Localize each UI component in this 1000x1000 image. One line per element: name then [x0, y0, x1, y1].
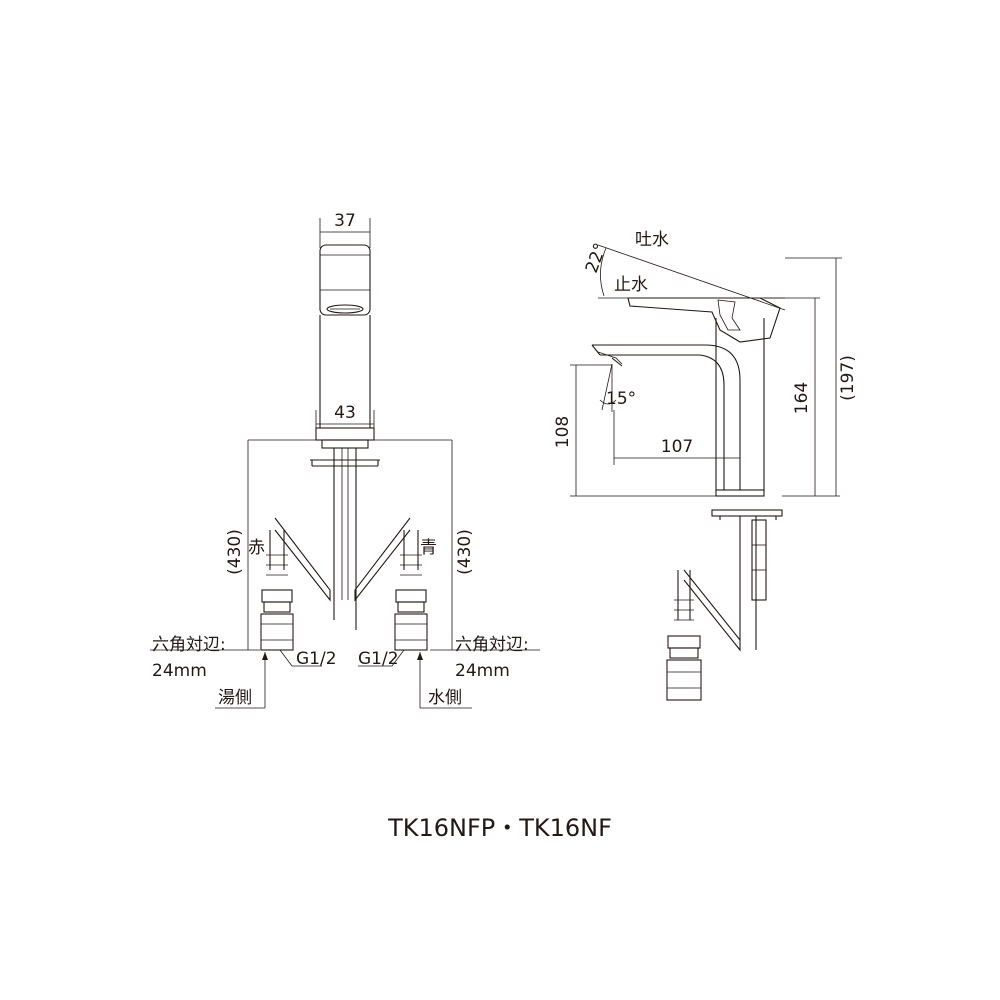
hex-label-left-1: 六角対辺: [152, 635, 226, 655]
hose-length-left: (430) [225, 529, 245, 575]
front-view: 37 43 [150, 211, 540, 709]
model-caption: TK16NFP・TK16NF [387, 814, 612, 842]
hose-length-right: (430) [455, 529, 475, 575]
front-width-base: 43 [334, 403, 356, 423]
spout-reach: 107 [661, 437, 693, 457]
water-off-label: 止水 [614, 275, 648, 295]
side-view: 22° 吐水 止水 15° [553, 230, 858, 701]
hex-label-left-2: 24mm [152, 661, 207, 681]
hot-connector [260, 530, 294, 651]
thread-right: G1/2 [358, 649, 399, 669]
front-width-top: 37 [334, 211, 356, 231]
water-on-label: 吐水 [635, 230, 669, 250]
hex-label-right-1: 六角対辺: [455, 635, 529, 655]
spout-height: 108 [553, 416, 573, 448]
hot-side-label: 湯側 [218, 688, 252, 708]
hot-color-label: 赤 [248, 538, 265, 558]
thread-left: G1/2 [296, 649, 337, 669]
total-height: (197) [838, 355, 858, 401]
side-connector [666, 570, 702, 701]
lever-angle: 22° [582, 241, 611, 276]
lever-height: 164 [792, 382, 812, 414]
cold-color-label: 青 [420, 538, 437, 558]
cold-side-label: 水側 [428, 688, 462, 708]
hex-label-right-2: 24mm [455, 661, 510, 681]
spout-angle: 15° [606, 389, 636, 409]
cold-connector [394, 530, 428, 651]
